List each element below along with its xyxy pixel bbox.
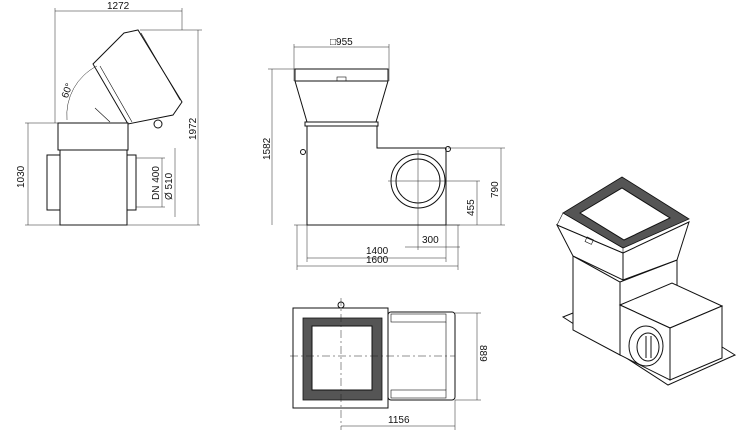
- front-view: □955 1582 790 455 300 1400 1600: [262, 37, 505, 270]
- side-view: 60° 1272 1972 1030 DN 400 Ø 510: [16, 1, 202, 226]
- dim-1156: 1156: [388, 415, 410, 426]
- dim-790: 790: [490, 181, 501, 198]
- hinge-icon: [153, 119, 163, 129]
- dim-1972: 1972: [188, 117, 199, 140]
- angle-label: 60°: [60, 82, 76, 100]
- dim-1400: 1400: [366, 246, 389, 257]
- dn-400-label: DN 400: [151, 166, 162, 200]
- isometric-view: [555, 176, 737, 386]
- inlet-opening: [311, 325, 373, 391]
- dim-955: □955: [330, 37, 353, 48]
- dim-1600: 1600: [366, 255, 389, 266]
- hood-opening: [579, 187, 672, 241]
- dim-455: 455: [466, 199, 477, 216]
- outlet-stub: [126, 154, 137, 211]
- dia-510-label: Ø 510: [164, 172, 175, 200]
- dim-1030: 1030: [16, 165, 27, 188]
- hood-top: [294, 68, 389, 82]
- dim-1272: 1272: [107, 1, 130, 12]
- dim-889: 889: [477, 345, 488, 362]
- top-view: 889 1156: [290, 298, 488, 430]
- inlet-stub: [46, 154, 61, 211]
- fan-housing: [59, 149, 128, 226]
- dim-1582: 1582: [262, 137, 273, 160]
- hood-taper: [294, 80, 389, 123]
- upper-frame: [57, 122, 129, 151]
- dim-300: 300: [422, 235, 439, 246]
